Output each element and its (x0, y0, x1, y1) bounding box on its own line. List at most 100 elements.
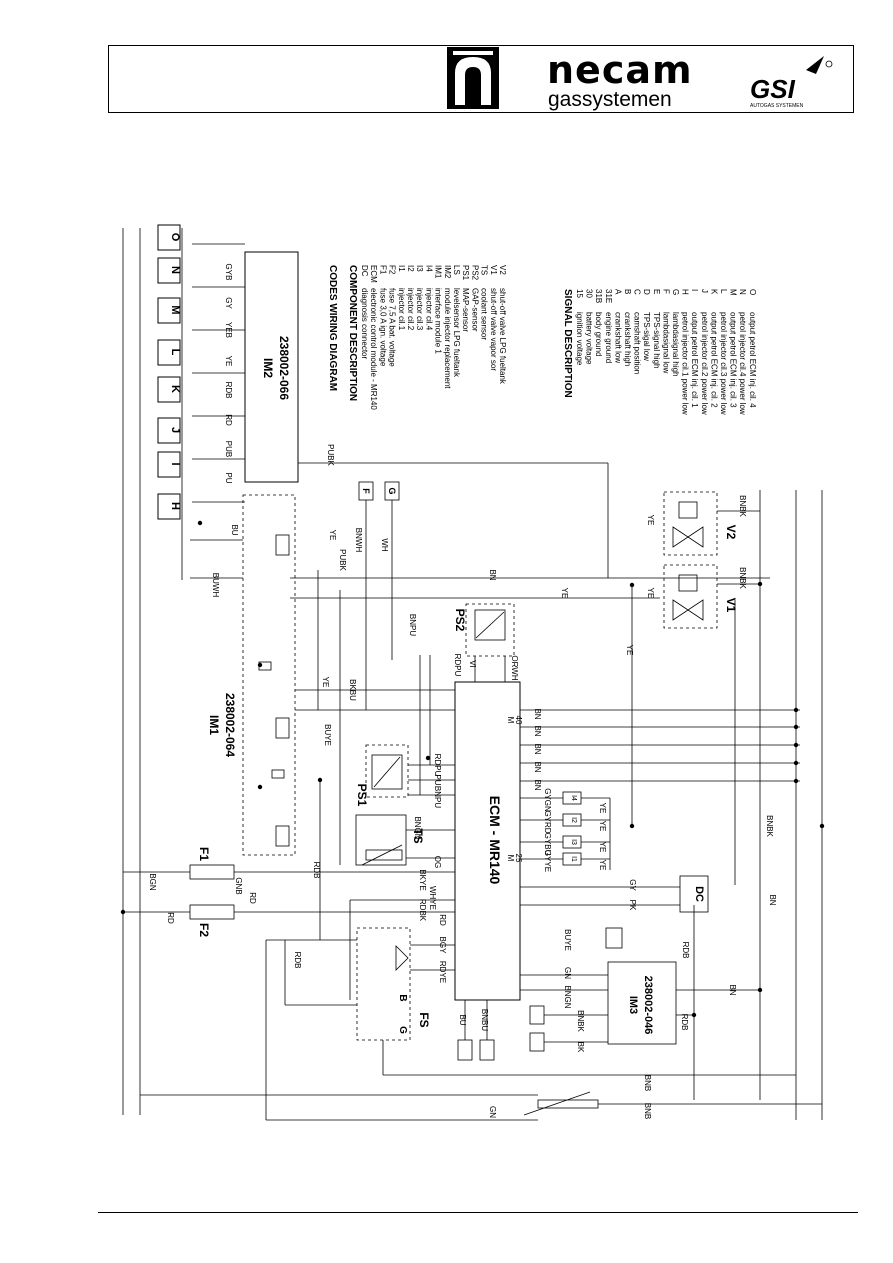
component-item-code: I1 (397, 265, 406, 272)
signal-item-code: D (642, 289, 651, 295)
ecm-left-whye: WHYE (428, 886, 437, 910)
ps2-wire-bnpu: BNPU (408, 614, 417, 636)
ecm-pin-40: 40 (514, 716, 523, 725)
ecm-wire-bn-2: BN (533, 725, 542, 736)
wire-label-rdb-2: RDB (293, 952, 302, 969)
signal-item-desc: camshaft position (633, 312, 642, 374)
signal-item-desc: crankshaft high (623, 312, 632, 366)
ecm-right-gn: GN (563, 967, 572, 979)
fs-pin-g: G (397, 1026, 408, 1034)
ecm-label: ECM - MR140 (487, 796, 503, 885)
wire-label-pu: PU (224, 472, 233, 483)
ecm-left-rdpu: RDPU (433, 754, 442, 777)
ecm-right-gy: GY (628, 879, 637, 891)
signal-item-code: C (633, 289, 642, 295)
misc-wire-labels: PUBK PUBK BU BUWH YE YE YE YE YE YE BNBK… (148, 444, 777, 1119)
junction-dots (120, 520, 825, 1018)
ecm-left-og: OG (433, 856, 442, 868)
gsi-logo: GSI AUTOGAS SYSTEMEN (750, 56, 833, 109)
footer-rule (98, 1212, 858, 1213)
wire-label-gy: GY (224, 297, 233, 309)
wire-label-wh: WH (380, 538, 389, 552)
component-item-desc: electronic control module - MR140 (369, 288, 378, 410)
signal-item-desc: petrol injector cil.1 power low (681, 312, 690, 415)
ecm-right-bngn: BNGN (563, 985, 572, 1008)
brand-tagline: gassystemen (548, 88, 672, 111)
ecm-right-buye: BUYE (563, 929, 572, 951)
signal-item-desc: output petrol ECM inj. cil. 4 (748, 312, 757, 408)
component-item-code: V2 (498, 265, 507, 275)
wire-label-pubk-1: PUBK (326, 444, 335, 466)
legend-component-heading: COMPONENT DESCRIPTION (347, 265, 358, 401)
component-labels: ECM - MR140 M 40 M 25 IM1 238002-064 IM3… (197, 487, 738, 1034)
legend: CODES WIRING DIAGRAM COMPONENT DESCRIPTI… (327, 265, 757, 415)
connector-l: L (157, 339, 181, 366)
connector-letter-h: H (169, 502, 181, 510)
signal-item-desc: engine ground (604, 312, 613, 363)
ps2-label: PS2 (453, 609, 467, 632)
connector-o: O (157, 224, 181, 251)
signal-item-code: B (623, 289, 632, 294)
im3-part-number: 238002-046 (642, 976, 654, 1035)
signal-item-code: 31E (604, 289, 613, 303)
wire-label-rd-2: RD (166, 912, 175, 924)
inj-wire-gyrd: GYRD (543, 810, 552, 833)
signal-item-desc: lambdasignal low (661, 312, 670, 374)
wire-label-pub: PUB (224, 441, 233, 457)
component-item-code: I3 (415, 265, 424, 272)
wire-label-bn-im3: BN (728, 984, 737, 995)
component-item-desc: shut-off valve vapor sor (489, 288, 498, 371)
signal-item-desc: battery voltage (585, 312, 594, 365)
signal-item-desc: output petrol ECM inj. cil. 3 (729, 312, 738, 408)
ecm-wire-bn-3: BN (533, 743, 542, 754)
wiring-lines (122, 228, 823, 1121)
signal-item-code: K (709, 289, 718, 295)
gsi-star-icon (806, 56, 824, 74)
component-item-code: TS (480, 265, 489, 275)
component-item-code: PS2 (470, 265, 479, 281)
signal-item-desc: output petrol ECM inj. cil. 1 (690, 312, 699, 408)
gsi-logo-tagline: AUTOGAS SYSTEMEN (750, 103, 804, 109)
component-item-desc: coolant sensor (480, 288, 489, 340)
ts-label: TS (411, 828, 425, 843)
signal-item-code: G (671, 289, 680, 295)
signal-item-code: 30 (585, 289, 594, 298)
brand-name: necam (547, 48, 693, 92)
wire-label-bnbu-bottom: BNBU (480, 1009, 489, 1031)
signal-item-desc: body ground (594, 312, 603, 356)
connector-letter-o: O (169, 233, 181, 242)
wire-label-bnbk-v1: BNBK (738, 567, 747, 589)
wire-label-rdb: RDB (224, 382, 233, 399)
ecm-left-rd: RD (438, 914, 447, 926)
im1-part-number: 238002-064 (223, 693, 237, 757)
ecm-left-bgy: BGY (438, 937, 447, 955)
wire-label-buwh: BUWH (211, 573, 220, 598)
wire-label-bn-right: BN (768, 894, 777, 905)
im2-module (244, 251, 299, 483)
wire-label-gn-bottom: GN (488, 1106, 497, 1118)
signal-item-code: J (700, 289, 709, 293)
wire-label-ye-1: YE (328, 530, 337, 541)
component-item-code: F2 (388, 265, 397, 275)
gsi-logo-text: GSI (750, 74, 796, 104)
v2-label: V2 (724, 525, 738, 540)
signal-item-code: I (690, 289, 699, 291)
inj-wire-gygn: GYGN (543, 788, 552, 812)
connector-letter-l: L (169, 349, 181, 356)
component-item-code: DC (360, 265, 369, 277)
connector-j: J (157, 417, 181, 444)
im2-name: IM2 (261, 358, 275, 378)
wire-label-gyb: GYB (224, 264, 233, 281)
inj-tag-i2: I2 (570, 817, 577, 823)
wire-label-rd-1: RD (248, 892, 257, 904)
v1-label: V1 (724, 598, 738, 613)
component-item-code: ECM (369, 265, 378, 283)
wire-label-bu-bottom: BU (458, 1014, 467, 1025)
signal-item-desc: TPS-sigal low (642, 312, 651, 361)
ps2-wire-rdpu: RDPU (453, 654, 462, 677)
wire-label-rdb-3: RDB (681, 942, 690, 959)
wire-label-pubk-2: PUBK (338, 549, 347, 571)
inj-ye-4: YE (598, 860, 607, 871)
im3-name: IM3 (627, 996, 639, 1014)
ps1-label: PS1 (355, 784, 369, 807)
